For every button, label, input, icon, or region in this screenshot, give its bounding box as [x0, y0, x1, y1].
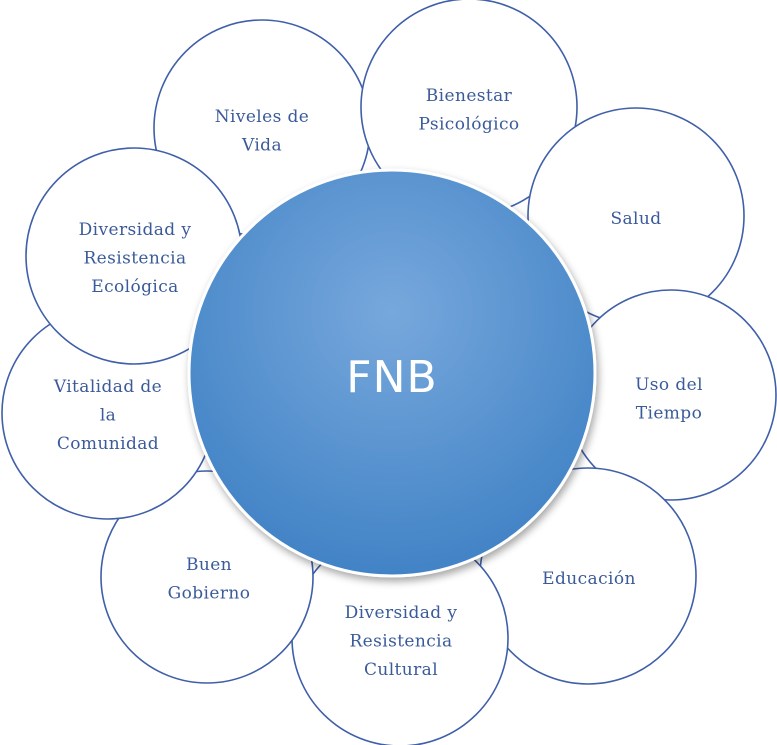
petal-label-line: Resistencia: [349, 632, 452, 652]
petal-label-line: Diversidad y: [79, 220, 192, 240]
petal-label-line: Cultural: [364, 660, 438, 680]
center-circle: [187, 168, 597, 578]
petal-label-line: la: [100, 406, 116, 426]
petal-label: Educación: [542, 569, 636, 589]
petal-label-line: Diversidad y: [345, 603, 458, 623]
petal-label-line: Educación: [542, 569, 636, 589]
petal-label-line: Ecológica: [91, 277, 178, 297]
petal-salud: Salud: [527, 107, 745, 325]
center-node: FNB: [187, 168, 597, 578]
petal-label-line: Salud: [610, 209, 661, 229]
petal-label-line: Comunidad: [57, 434, 159, 454]
petal-label: Niveles de Vida: [215, 107, 310, 156]
petal-label-line: Uso del: [635, 375, 703, 395]
petal-label-line: Gobierno: [168, 584, 251, 604]
petal-label-line: Resistencia: [83, 249, 186, 269]
petal-label: Salud: [610, 209, 661, 229]
center-label: FNB: [346, 352, 437, 403]
petal-educacion: Educación: [479, 467, 697, 685]
petal-label-line: Vida: [241, 136, 282, 156]
petal-label-line: Vitalidad de: [53, 377, 162, 397]
petal-label-line: Tiempo: [636, 404, 702, 424]
petal-label-line: Bienestar: [426, 86, 513, 106]
petal-label-line: Buen: [186, 555, 232, 575]
petal-label-line: Psicológico: [418, 115, 519, 135]
petal-label-line: Niveles de: [215, 107, 310, 127]
